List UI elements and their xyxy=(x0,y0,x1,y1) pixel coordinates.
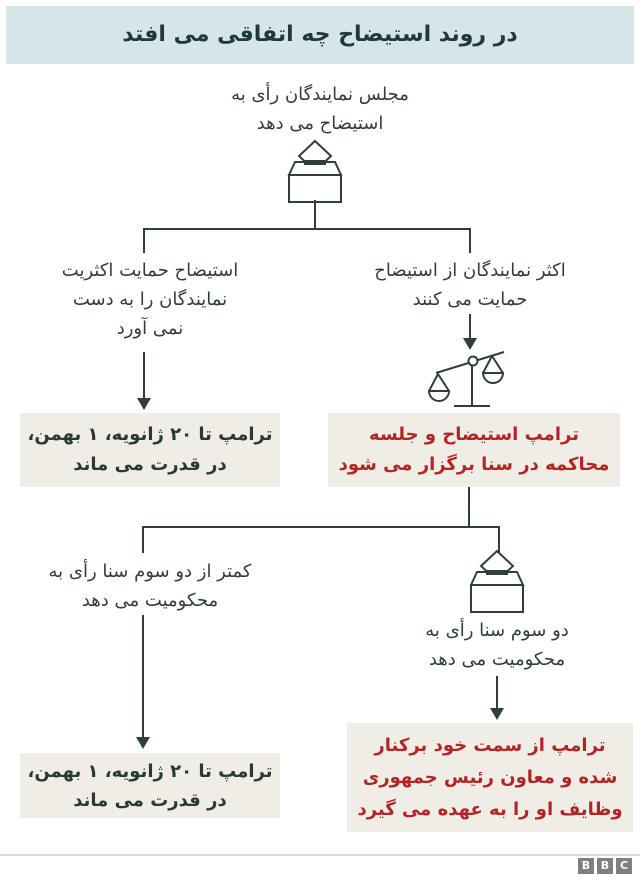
condition-line: استیضاح حمایت اکثریت xyxy=(61,260,239,281)
condition-line: اکثر نمایندگان از استیضاح xyxy=(374,260,566,281)
scales-of-justice-icon xyxy=(427,351,505,407)
condition-line: حمایت می کنند xyxy=(412,289,528,310)
condition-line: دو سوم سنا رأی به xyxy=(425,620,569,641)
branch2-left-condition: کمتر از دو سوم سنا رأی به محکومیت می دهد xyxy=(25,557,275,615)
flow-line xyxy=(469,228,471,253)
arrow-down xyxy=(469,314,471,339)
flow-line xyxy=(142,526,144,553)
branch2-right-condition: دو سوم سنا رأی به محکومیت می دهد xyxy=(397,616,597,674)
start-node-text: مجلس نمایندگان رأی به استیضاح می دهد xyxy=(0,80,640,138)
footer-divider xyxy=(0,854,640,856)
arrow-down-head xyxy=(137,398,151,410)
branch1-right-condition: اکثر نمایندگان از استیضاح حمایت می کنند xyxy=(355,256,585,314)
branch1-left-condition: استیضاح حمایت اکثریت نمایندگان را به دست… xyxy=(25,256,275,343)
condition-line: نمی آورد xyxy=(116,318,184,339)
flow-line xyxy=(468,487,470,527)
outcome-line: ترامپ استیضاح و جلسه xyxy=(369,424,579,445)
flow-line xyxy=(143,228,145,253)
bbc-logo-block: B xyxy=(578,858,594,874)
arrow-down xyxy=(143,352,145,399)
bbc-logo-block: C xyxy=(616,858,632,874)
condition-line: محکومیت می دهد xyxy=(428,649,566,670)
outcome-line: شده و معاون رئیس جمهوری xyxy=(362,766,618,788)
outcome-line: ترامپ از سمت خود برکنار xyxy=(374,734,606,756)
outcome-line: ترامپ تا ۲۰ ژانویه، ۱ بهمن، xyxy=(27,760,273,782)
condition-line: کمتر از دو سوم سنا رأی به xyxy=(48,561,252,582)
flow-line xyxy=(314,200,316,230)
page-title: در روند استیضاح چه اتفاقی می افتد xyxy=(6,6,634,64)
flow-line xyxy=(142,526,500,528)
outcome-line: در قدرت می ماند xyxy=(73,454,227,475)
flow-line xyxy=(498,526,500,553)
outcome-line: محاکمه در سنا برگزار می شود xyxy=(338,454,610,475)
outcome-line: ترامپ تا ۲۰ ژانویه، ۱ بهمن، xyxy=(27,424,273,445)
outcome-box-trump-stays-2: ترامپ تا ۲۰ ژانویه، ۱ بهمن، در قدرت می م… xyxy=(20,753,280,818)
arrow-down xyxy=(496,676,498,709)
outcome-box-trump-removed: ترامپ از سمت خود برکنار شده و معاون رئیس… xyxy=(347,723,633,832)
ballot-box-icon xyxy=(287,139,343,203)
arrow-down xyxy=(142,615,144,738)
outcome-box-trump-stays-1: ترامپ تا ۲۰ ژانویه، ۱ بهمن، در قدرت می م… xyxy=(20,413,280,487)
bbc-logo-block: B xyxy=(597,858,613,874)
outcome-line: وظایف او را به عهده می گیرد xyxy=(357,798,623,820)
arrow-down-head xyxy=(463,338,477,350)
flow-line xyxy=(143,228,471,230)
condition-line: نمایندگان را به دست xyxy=(72,289,228,310)
bbc-logo: B B C xyxy=(578,858,632,874)
arrow-down-head xyxy=(490,708,504,720)
start-node-line: مجلس نمایندگان رأی به xyxy=(231,84,409,105)
condition-line: محکومیت می دهد xyxy=(81,590,219,611)
ballot-box-icon xyxy=(469,549,525,613)
outcome-line: در قدرت می ماند xyxy=(73,789,227,811)
start-node-line: استیضاح می دهد xyxy=(256,113,384,134)
outcome-box-senate-trial: ترامپ استیضاح و جلسه محاکمه در سنا برگزا… xyxy=(328,413,620,487)
arrow-down-head xyxy=(136,737,150,749)
